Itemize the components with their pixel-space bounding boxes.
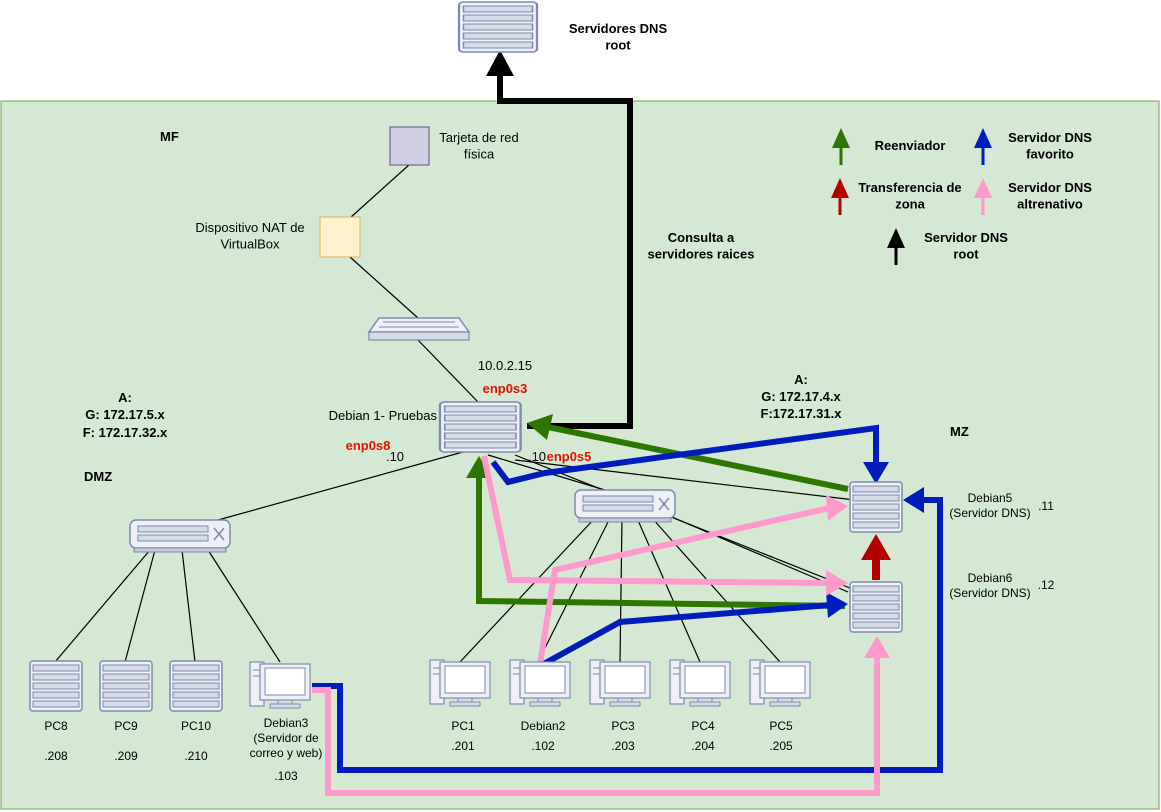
mz-pc-ip: .102 (531, 739, 555, 753)
mz-switch-icon (574, 489, 676, 523)
legend-transfer-arrow-icon (831, 178, 849, 215)
mz-pc-name: PC3 (611, 719, 635, 733)
debian6-server-icon[interactable] (849, 581, 903, 633)
debian6-label: Debian6(Servidor DNS) (949, 571, 1030, 600)
dmz-host-ip: .210 (184, 749, 208, 763)
favorite-dns-paths (312, 424, 943, 773)
mz-pc-ip: .204 (691, 739, 715, 753)
legend-forwarder-arrow-icon (832, 128, 850, 165)
dmz-host-ip: .209 (114, 749, 138, 763)
pc9-server-icon[interactable] (99, 660, 153, 712)
mz-pc-name: PC4 (691, 719, 715, 733)
mz-pc-ip: .205 (769, 739, 793, 753)
zone-mf-label: MF (160, 129, 179, 144)
debian1-label: Debian 1- Pruebas (329, 408, 438, 423)
legend-alternate-arrow-icon (974, 178, 992, 215)
dmz-host-ip: .208 (44, 749, 68, 763)
dmz-host-name: PC9 (114, 719, 138, 733)
zone-dmz-label: DMZ (84, 469, 112, 484)
dmz-switch-icon (129, 519, 231, 553)
debian1-if-top: enp0s3 (483, 381, 528, 396)
forwarder-paths (466, 414, 849, 609)
mz-net-a: A: (794, 372, 808, 387)
mz-pc-name: PC1 (451, 719, 475, 733)
zone-mz-label: MZ (950, 424, 969, 439)
mz-pc-ip: .203 (611, 739, 635, 753)
network-links (54, 163, 856, 663)
legend-favorite-arrow-icon (974, 128, 992, 165)
debian1-server-icon[interactable] (438, 400, 522, 454)
dmz-host-name: PC10 (181, 719, 211, 733)
debian1-left-host: .10 (386, 449, 404, 464)
dmz-net-a: A: (118, 390, 132, 405)
legend-forwarder-label: Reenviador (875, 138, 946, 153)
nat-device-icon[interactable] (319, 216, 361, 258)
pc10-server-icon[interactable] (169, 660, 223, 712)
debian5-label: Debian5(Servidor DNS) (949, 491, 1030, 520)
debian1-ip: 10.0.2.15 (478, 358, 532, 373)
dmz-host-name: PC8 (44, 719, 68, 733)
dmz-net-f: F: 172.17.32.x (83, 425, 168, 440)
mz-pc-name: Debian2 (521, 719, 566, 733)
debian1-right-host: .10 (528, 449, 546, 464)
alternate-dns-paths (312, 455, 890, 796)
debian1-if-right: enp0s5 (547, 449, 592, 464)
zone-transfer-path (861, 534, 891, 580)
legend-root-arrow-icon (887, 228, 905, 265)
root-query-path (486, 50, 633, 429)
pc8-server-icon[interactable] (29, 660, 83, 712)
mz-net-g: G: 172.17.4.x (761, 389, 841, 404)
physical-nic-icon[interactable] (389, 126, 430, 166)
debian5-ip: .11 (1038, 499, 1054, 513)
debian3-ip: .103 (274, 769, 298, 783)
legend-arrows (831, 128, 992, 265)
dmz-net-g: G: 172.17.5.x (85, 407, 165, 422)
mz-net-f: F:172.17.31.x (761, 406, 843, 421)
debian5-server-icon[interactable] (849, 481, 903, 533)
debian6-ip: .12 (1038, 578, 1055, 592)
router-icon (367, 317, 471, 341)
debian1-if-left: enp0s8 (346, 438, 391, 453)
mz-pc-ip: .201 (451, 739, 475, 753)
mz-pc-name: PC5 (769, 719, 793, 733)
root-dns-servers-icon (457, 0, 539, 54)
